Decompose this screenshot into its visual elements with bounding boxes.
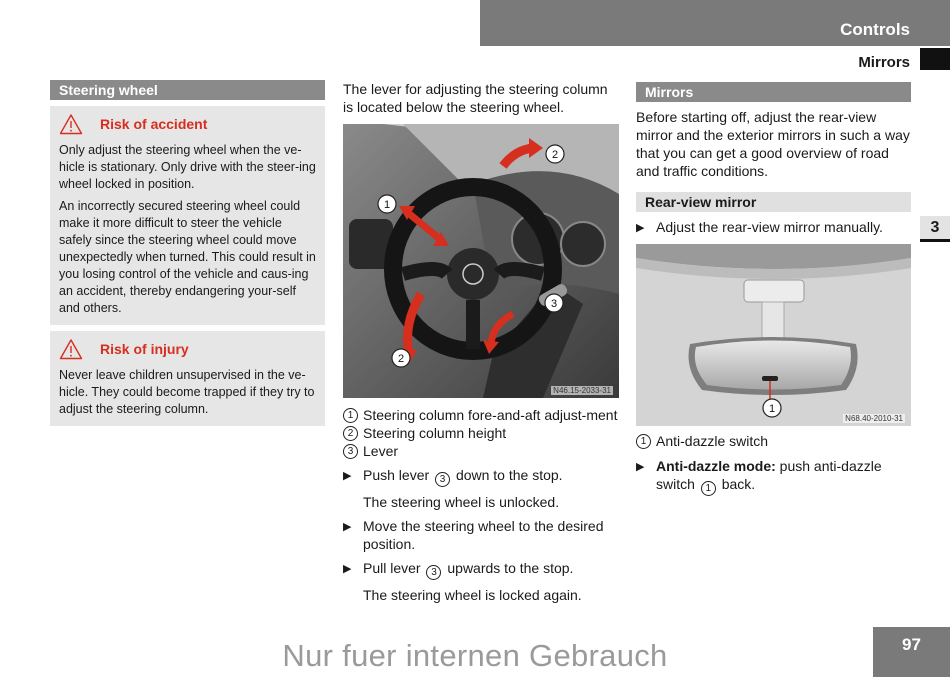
warning-triangle-icon [59,114,83,135]
svg-text:1: 1 [769,403,775,415]
svg-text:2: 2 [398,353,404,365]
step-pull-lever: ▶ Pull lever 3 upwards to the stop. [343,560,574,580]
warning-injury-title: Risk of injury [59,339,316,360]
warning-accident-text-1: Only adjust the steering wheel when the … [59,143,316,191]
legend-item: 2 Steering column height [343,424,619,442]
steering-wheel-figure: 1 2 2 3 N46.15-2033-31 [343,124,619,398]
mirror-illustration: 1 [636,244,911,426]
section-marker [920,48,950,70]
callout-1: 1 [762,398,782,418]
result-locked: The steering wheel is locked again. [363,587,582,603]
bullet-arrow-icon: ▶ [636,222,645,234]
warning-accident-text-2: An incorrectly secured steering wheel co… [59,199,316,315]
steering-legend: 1 Steering column fore-and-aft adjust-me… [343,406,619,460]
page-number: 97 [873,627,950,677]
steering-column-column: The lever for adjusting the steering col… [343,80,619,604]
rear-view-mirror-heading: Rear-view mirror [636,192,911,212]
bullet-arrow-icon: ▶ [343,470,352,482]
mirrors-heading: Mirrors [636,82,911,102]
callout-3: 3 [544,293,564,313]
warning-accident-title: Risk of accident [59,114,316,135]
watermark-text: Nur fuer internen Gebrauch [282,638,668,673]
mirrors-column: Mirrors Before starting off, adjust the … [636,82,911,496]
legend-item: 1 Anti-dazzle switch [636,432,911,450]
legend-item: 1 Steering column fore-and-aft adjust-me… [343,406,619,424]
result-unlocked: The steering wheel is unlocked. [363,494,560,510]
step-anti-dazzle: ▶ Anti-dazzle mode: push anti-dazzle swi… [636,458,882,496]
warning-injury-text: Never leave children unsupervised in the… [59,368,315,416]
chapter-tab: 3 [920,216,950,242]
warning-injury-box: Risk of injury Never leave children unsu… [50,331,325,426]
figure-code: N46.15-2033-31 [551,386,613,395]
bullet-arrow-icon: ▶ [343,521,352,533]
section-title: Mirrors [858,54,910,71]
callout-2-top: 2 [545,144,565,164]
mirrors-intro: Before starting off, adjust the rear-vie… [636,109,910,179]
step-push-lever: ▶ Push lever 3 down to the stop. [343,467,563,487]
steering-wheel-illustration: 1 2 2 3 [343,124,619,398]
svg-text:2: 2 [552,149,558,161]
chapter-title: Controls [840,20,910,39]
callout-1: 1 [377,194,397,214]
warning-triangle-icon [59,339,83,360]
step-adjust-mirror: ▶ Adjust the rear-view mirror manually. [636,219,883,235]
warning-accident-box: Risk of accident Only adjust the steerin… [50,106,325,325]
step-move-wheel: ▶ Move the steering wheel to the desired… [343,518,604,552]
svg-text:3: 3 [551,298,557,310]
svg-text:1: 1 [384,199,390,211]
figure-code: N68.40-2010-31 [843,414,905,423]
legend-item: 3 Lever [343,442,619,460]
callout-2-bottom: 2 [391,348,411,368]
steering-intro: The lever for adjusting the steering col… [343,81,608,115]
steering-wheel-heading: Steering wheel [50,80,325,100]
bullet-arrow-icon: ▶ [343,563,352,575]
steering-wheel-column: Steering wheel Risk of accident Only adj… [50,80,325,426]
header-bar [480,0,950,46]
rear-view-mirror-figure: 1 N68.40-2010-31 [636,244,911,426]
bullet-arrow-icon: ▶ [636,461,645,473]
